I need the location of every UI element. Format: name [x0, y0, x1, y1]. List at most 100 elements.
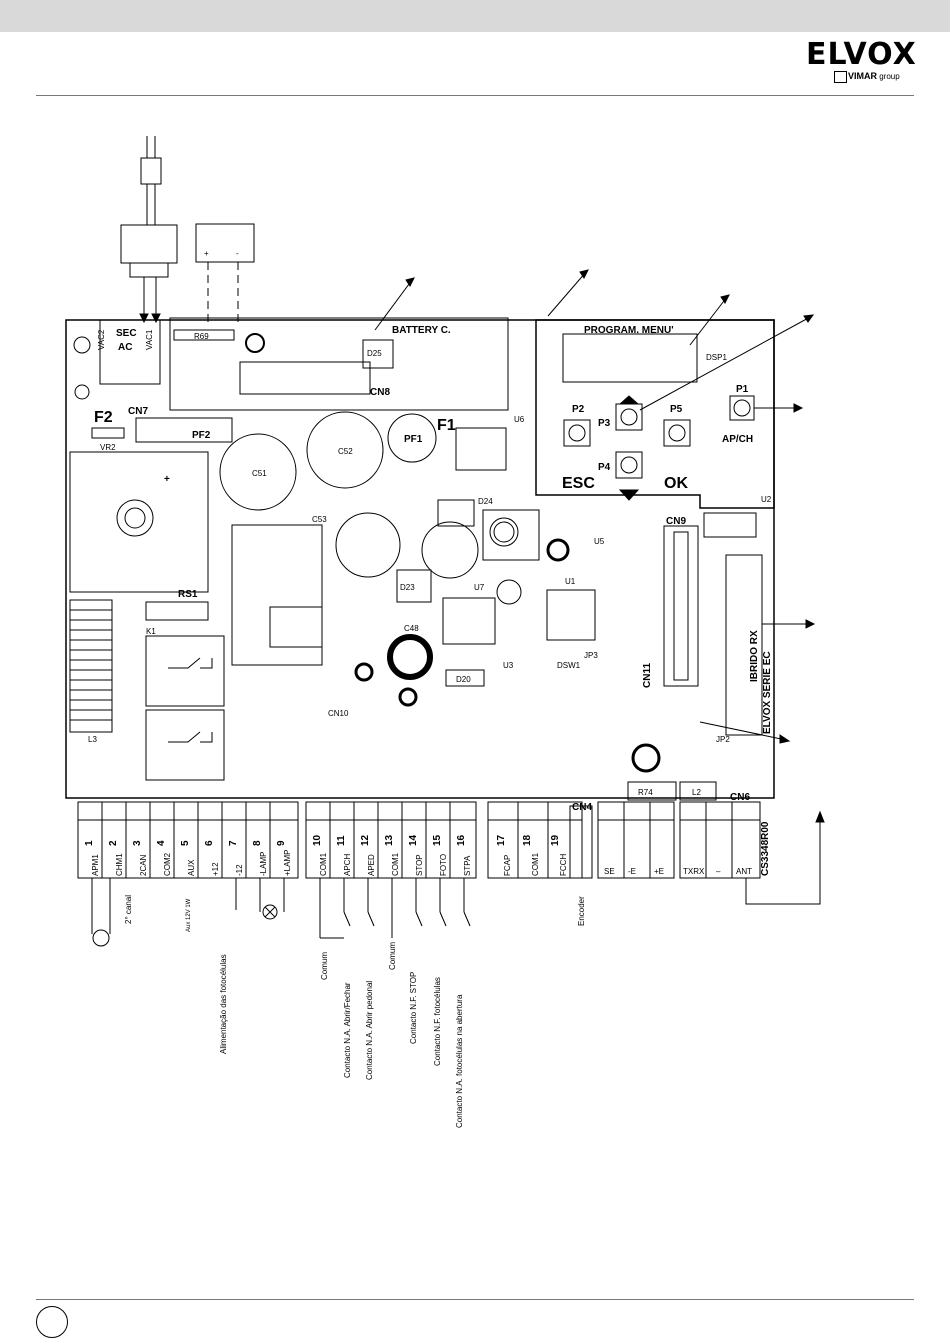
jp2-label: JP2: [716, 735, 730, 744]
vac1-label: VAC1: [145, 329, 154, 350]
pf2-label: PF2: [192, 430, 211, 441]
u3-label: U3: [503, 661, 514, 670]
heatsink: [69, 599, 113, 733]
terminal-6-num: 6: [204, 840, 215, 846]
terminal-10-num: 10: [312, 834, 323, 846]
pf1-label: PF1: [404, 434, 423, 445]
annotation-stop: Contacto N.F. STOP: [409, 972, 418, 1044]
c48-capacitor: [387, 634, 433, 680]
vr2-label: VR2: [100, 443, 116, 452]
board-code-label: CS3348R00: [760, 821, 771, 876]
u2-label: U2: [761, 495, 772, 504]
p5-label: P5: [670, 404, 683, 415]
annotation-comum-1: Comum: [320, 952, 329, 980]
display: [562, 333, 698, 383]
relay-k1: [145, 635, 225, 707]
terminal-5-num: 5: [180, 840, 191, 846]
battery-block: + -: [195, 223, 255, 322]
svg-text:+: +: [164, 474, 170, 485]
u5-label: U5: [594, 537, 605, 546]
svg-text:+: +: [204, 249, 209, 258]
terminal-14-num: 14: [408, 834, 419, 846]
battery-charger-region: [169, 317, 509, 411]
f2-label: F2: [94, 409, 113, 426]
c52-label: C52: [338, 447, 353, 456]
terminal-8-num: 8: [252, 840, 263, 846]
terminal-txrx: TXRX: [683, 867, 705, 876]
terminal-15-name: FOTO: [439, 854, 448, 876]
ground-icon: [73, 336, 91, 354]
terminal-19-name: FCCH: [559, 854, 568, 876]
rs1-label: RS1: [178, 589, 198, 600]
p2-label: P2: [572, 404, 585, 415]
terminal-13-num: 13: [384, 834, 395, 846]
terminal-block-cn3: [487, 801, 583, 879]
terminal-1-num: 1: [84, 840, 95, 846]
d24-label: D24: [478, 497, 493, 506]
terminal-14-name: STOP: [415, 854, 424, 876]
dsw1-label: DSW1: [557, 661, 581, 670]
d23-label: D23: [400, 583, 415, 592]
terminal-5-name: AUX: [187, 859, 196, 876]
terminal-7-num: 7: [228, 840, 239, 846]
terminal-8-name: -LAMP: [259, 852, 268, 876]
vimar-mark-icon: [834, 71, 847, 83]
external-wiring: [91, 878, 471, 947]
terminal-4-num: 4: [156, 840, 167, 846]
terminal-block-encoder: [597, 801, 675, 879]
terminal-15-num: 15: [432, 834, 443, 846]
terminal-19-num: 19: [550, 834, 561, 846]
terminal-12-num: 12: [360, 834, 371, 846]
cn11-label: CN11: [642, 663, 653, 688]
esc-label: ESC: [562, 475, 595, 492]
terminal-minus-e: -E: [628, 867, 636, 876]
ac-connector: [99, 319, 161, 385]
cn8-label: CN8: [370, 387, 390, 398]
terminal-2-num: 2: [108, 840, 119, 846]
annotation-comum-2: Comum: [388, 942, 397, 970]
l2-label: L2: [692, 788, 701, 797]
display-label: DSP1: [706, 353, 727, 362]
annotation-fotocelulas: Contacto N.F. fotocélulas: [433, 977, 442, 1066]
terminal-se: SE: [604, 867, 615, 876]
annotations: 2° canal Aux 12V 1W Alimentação das foto…: [124, 895, 586, 1128]
p3-label: P3: [598, 418, 611, 429]
annotation-abrir-fechar: Contacto N.A. Abrir/Fechar: [343, 982, 352, 1078]
p5-button[interactable]: [663, 419, 691, 447]
logo-text: ELVOX: [806, 37, 917, 72]
c52-capacitor: [306, 411, 384, 489]
logo-sub: VIMAR group: [848, 71, 900, 81]
terminal-10-name: COM1: [319, 852, 328, 876]
terminal-labels: 1 APM1 2 CHM1 3 2CAN 4 COM2 5 AUX 6 +12 …: [84, 834, 568, 876]
p4-button[interactable]: [615, 451, 643, 479]
elvox-logo: ELVOX VIMAR group: [806, 40, 916, 85]
annotation-2-canal: 2° canal: [124, 895, 133, 924]
u7-label: U7: [474, 583, 485, 592]
cn10-label: CN10: [328, 709, 349, 718]
terminal-6-name: +12: [211, 862, 220, 876]
trimmer-block: [69, 451, 209, 593]
terminal-11-name: APCH: [343, 854, 352, 876]
k1-label: K1: [146, 627, 156, 636]
p4-label: P4: [598, 462, 611, 473]
program-menu-label: PROGRAM. MENU': [584, 325, 674, 336]
logo-sub-group: group: [879, 72, 900, 81]
c51-label: C51: [252, 469, 267, 478]
p1-label: P1: [736, 384, 749, 395]
board-outline: [65, 319, 775, 799]
terminal-12-name: APED: [367, 854, 376, 876]
ibrido-rx-module: [725, 554, 763, 736]
annotation-aux: Aux 12V 1W: [186, 898, 192, 932]
terminal-gnd: –: [716, 867, 721, 876]
terminal-16-name: STPA: [463, 855, 472, 876]
p3-button[interactable]: [615, 403, 643, 431]
relay-k2: [145, 709, 225, 781]
u6-label: U6: [514, 415, 525, 424]
ac-label: AC: [118, 342, 132, 353]
terminal-11-num: 11: [336, 835, 347, 846]
c51-capacitor: [219, 433, 297, 511]
p2-button[interactable]: [563, 419, 591, 447]
top-rule: [36, 95, 914, 96]
terminal-plus-e: +E: [654, 867, 664, 876]
